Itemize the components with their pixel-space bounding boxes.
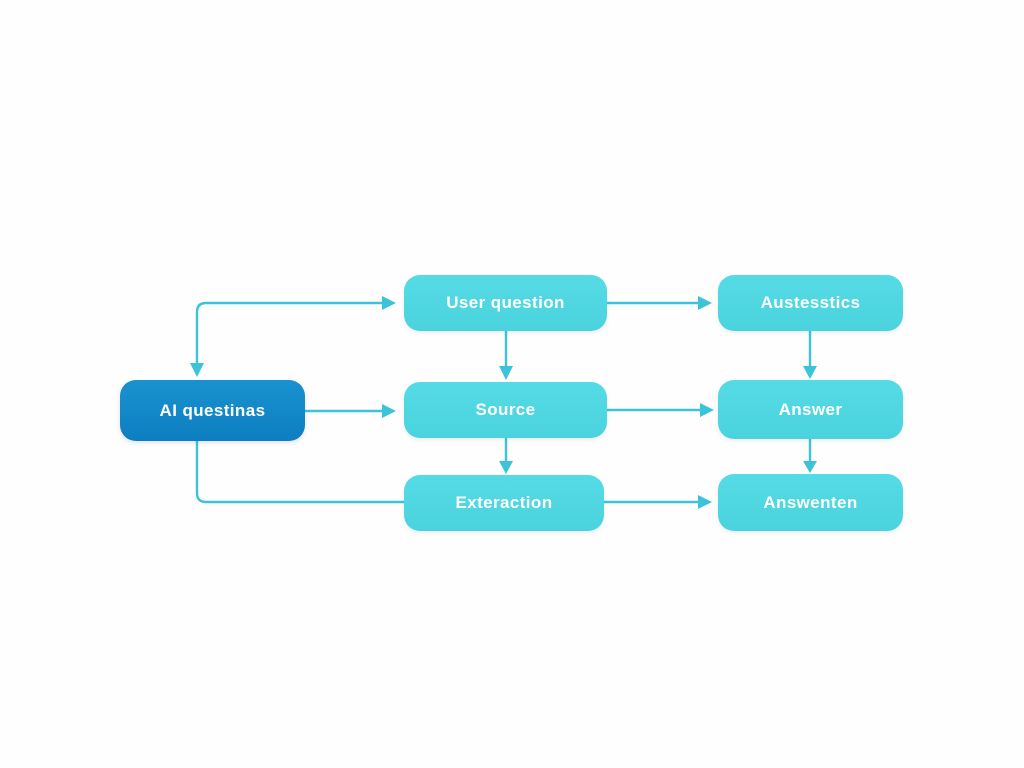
arrowhead-down-icon	[499, 461, 513, 474]
node-label: User question	[446, 293, 565, 312]
edge-ai-questinas-source	[303, 404, 396, 418]
edge-user-question-austesstics	[605, 296, 712, 310]
node-label: AI questinas	[159, 400, 266, 420]
arrowhead-right-icon	[382, 296, 396, 310]
node-user-question: User question	[404, 275, 607, 331]
arrowhead-down-icon	[803, 366, 817, 379]
edge-user-question-source	[499, 329, 513, 380]
node-label: Exteraction	[455, 493, 553, 512]
edge-line	[195, 301, 384, 365]
arrowhead-right-icon	[700, 403, 714, 417]
edge-exteraction-answenten	[602, 495, 712, 509]
node-austesstics: Austesstics	[718, 275, 903, 331]
node-answer: Answer	[718, 380, 903, 439]
arrowhead-down-icon	[499, 366, 513, 380]
edge-answer-answenten	[803, 437, 817, 473]
edge-ai-questinas-user-question	[190, 296, 396, 377]
edge-ai-questinas-exteraction	[195, 439, 406, 504]
arrowhead-right-icon	[382, 404, 396, 418]
edge-source-exteraction	[499, 436, 513, 474]
node-label: Austesstics	[760, 293, 861, 312]
arrowhead-right-icon	[698, 296, 712, 310]
node-exteraction: Exteraction	[404, 475, 604, 531]
edge-austesstics-answer	[803, 329, 817, 379]
edge-source-answer	[605, 403, 714, 417]
node-label: Source	[475, 400, 536, 419]
node-label: Answenten	[763, 492, 858, 512]
node-label: Answer	[778, 399, 843, 419]
arrowhead-right-icon	[698, 495, 712, 509]
edge-line	[195, 439, 406, 504]
arrowhead-down-icon	[190, 363, 204, 377]
node-answenten: Answenten	[718, 474, 903, 531]
arrowhead-down-icon	[803, 461, 817, 473]
node-ai-questinas: AI questinas	[120, 380, 305, 441]
node-source: Source	[404, 382, 607, 438]
